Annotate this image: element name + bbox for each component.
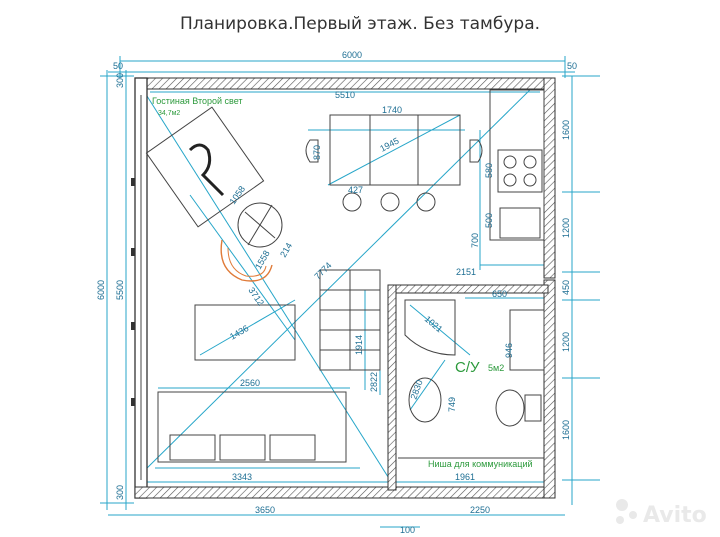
dim-bottom-inner-left: 3343 [232, 472, 252, 482]
dim-bottom-small: 100 [400, 525, 415, 535]
rug [194, 304, 296, 361]
dim-kitchen-500: 500 [484, 213, 494, 228]
dim-bath-749: 749 [447, 397, 457, 412]
dim-living-214: 214 [278, 241, 294, 259]
dim-living-1558: 1558 [253, 249, 272, 271]
dim-total-width: 6000 [342, 50, 362, 60]
dim-bottom-right-outer: 2250 [470, 505, 490, 515]
armchair [145, 106, 265, 228]
bathroom-label: С/У [455, 359, 480, 376]
dim-living-3712: 3712 [246, 285, 266, 307]
orange-chair [220, 239, 273, 282]
dim-bath-946: 946 [504, 343, 514, 358]
niche-label: Ниша для коммуникаций [428, 459, 533, 469]
dining-chairs [305, 139, 483, 212]
shower [404, 299, 456, 356]
dim-table-width: 1740 [382, 105, 402, 115]
furniture [145, 89, 545, 463]
dim-right-1: 1600 [561, 120, 571, 140]
dim-top-right-small: 50 [567, 61, 577, 71]
dim-right-4: 1200 [561, 332, 571, 352]
dim-table-height: 870 [312, 145, 322, 160]
dim-chair-gap: 427 [348, 185, 363, 195]
living-room-label: Гостиная Второй свет [152, 96, 243, 106]
dim-right-5: 1600 [561, 420, 571, 440]
dim-bath-650: 650 [492, 289, 507, 299]
walls [131, 77, 556, 499]
dim-sofa-width: 2560 [240, 378, 260, 388]
dim-kitchen-700: 700 [470, 233, 480, 248]
avito-watermark: Avito [616, 499, 707, 528]
sink [499, 207, 541, 239]
dim-diag-table: 1945 [378, 136, 400, 154]
stove [497, 149, 543, 193]
washbasin [408, 377, 442, 423]
round-table [237, 202, 283, 248]
dim-inner-width-top: 5510 [335, 90, 355, 100]
dim-top-left-small: 50 [113, 61, 123, 71]
dim-right-3: 450 [561, 280, 571, 295]
dim-left-bottom: 300 [115, 485, 125, 500]
dim-kitchen-580: 580 [484, 163, 494, 178]
dim-bath-2830: 2830 [408, 378, 424, 400]
living-room-area: 34,7м2 [158, 110, 180, 117]
watermark-text: Avito [643, 503, 707, 528]
washing-machine [509, 309, 545, 371]
dim-diag-7774: 7774 [312, 260, 333, 281]
dim-left-total: 6000 [96, 280, 106, 300]
dim-left-inner: 5500 [115, 280, 125, 300]
dim-stair-2822: 2822 [369, 372, 379, 392]
dim-stair-1914: 1914 [354, 335, 364, 355]
toilet [495, 389, 525, 427]
kitchen-counter [489, 89, 545, 241]
dimension-lines [100, 56, 600, 528]
sofa [157, 391, 347, 463]
dim-kitchen-2151: 2151 [456, 267, 476, 277]
plan-title: Планировка.Первый этаж. Без тамбура. [179, 14, 541, 34]
dim-bottom-niche: 1961 [455, 472, 475, 482]
dim-left-top: 300 [115, 73, 125, 88]
dim-bottom-left-outer: 3650 [255, 505, 275, 515]
dining-table [329, 114, 461, 186]
bathroom-area: 5м2 [488, 363, 504, 373]
dim-right-2: 1200 [561, 218, 571, 238]
dim-rug-1436: 1436 [228, 323, 250, 342]
